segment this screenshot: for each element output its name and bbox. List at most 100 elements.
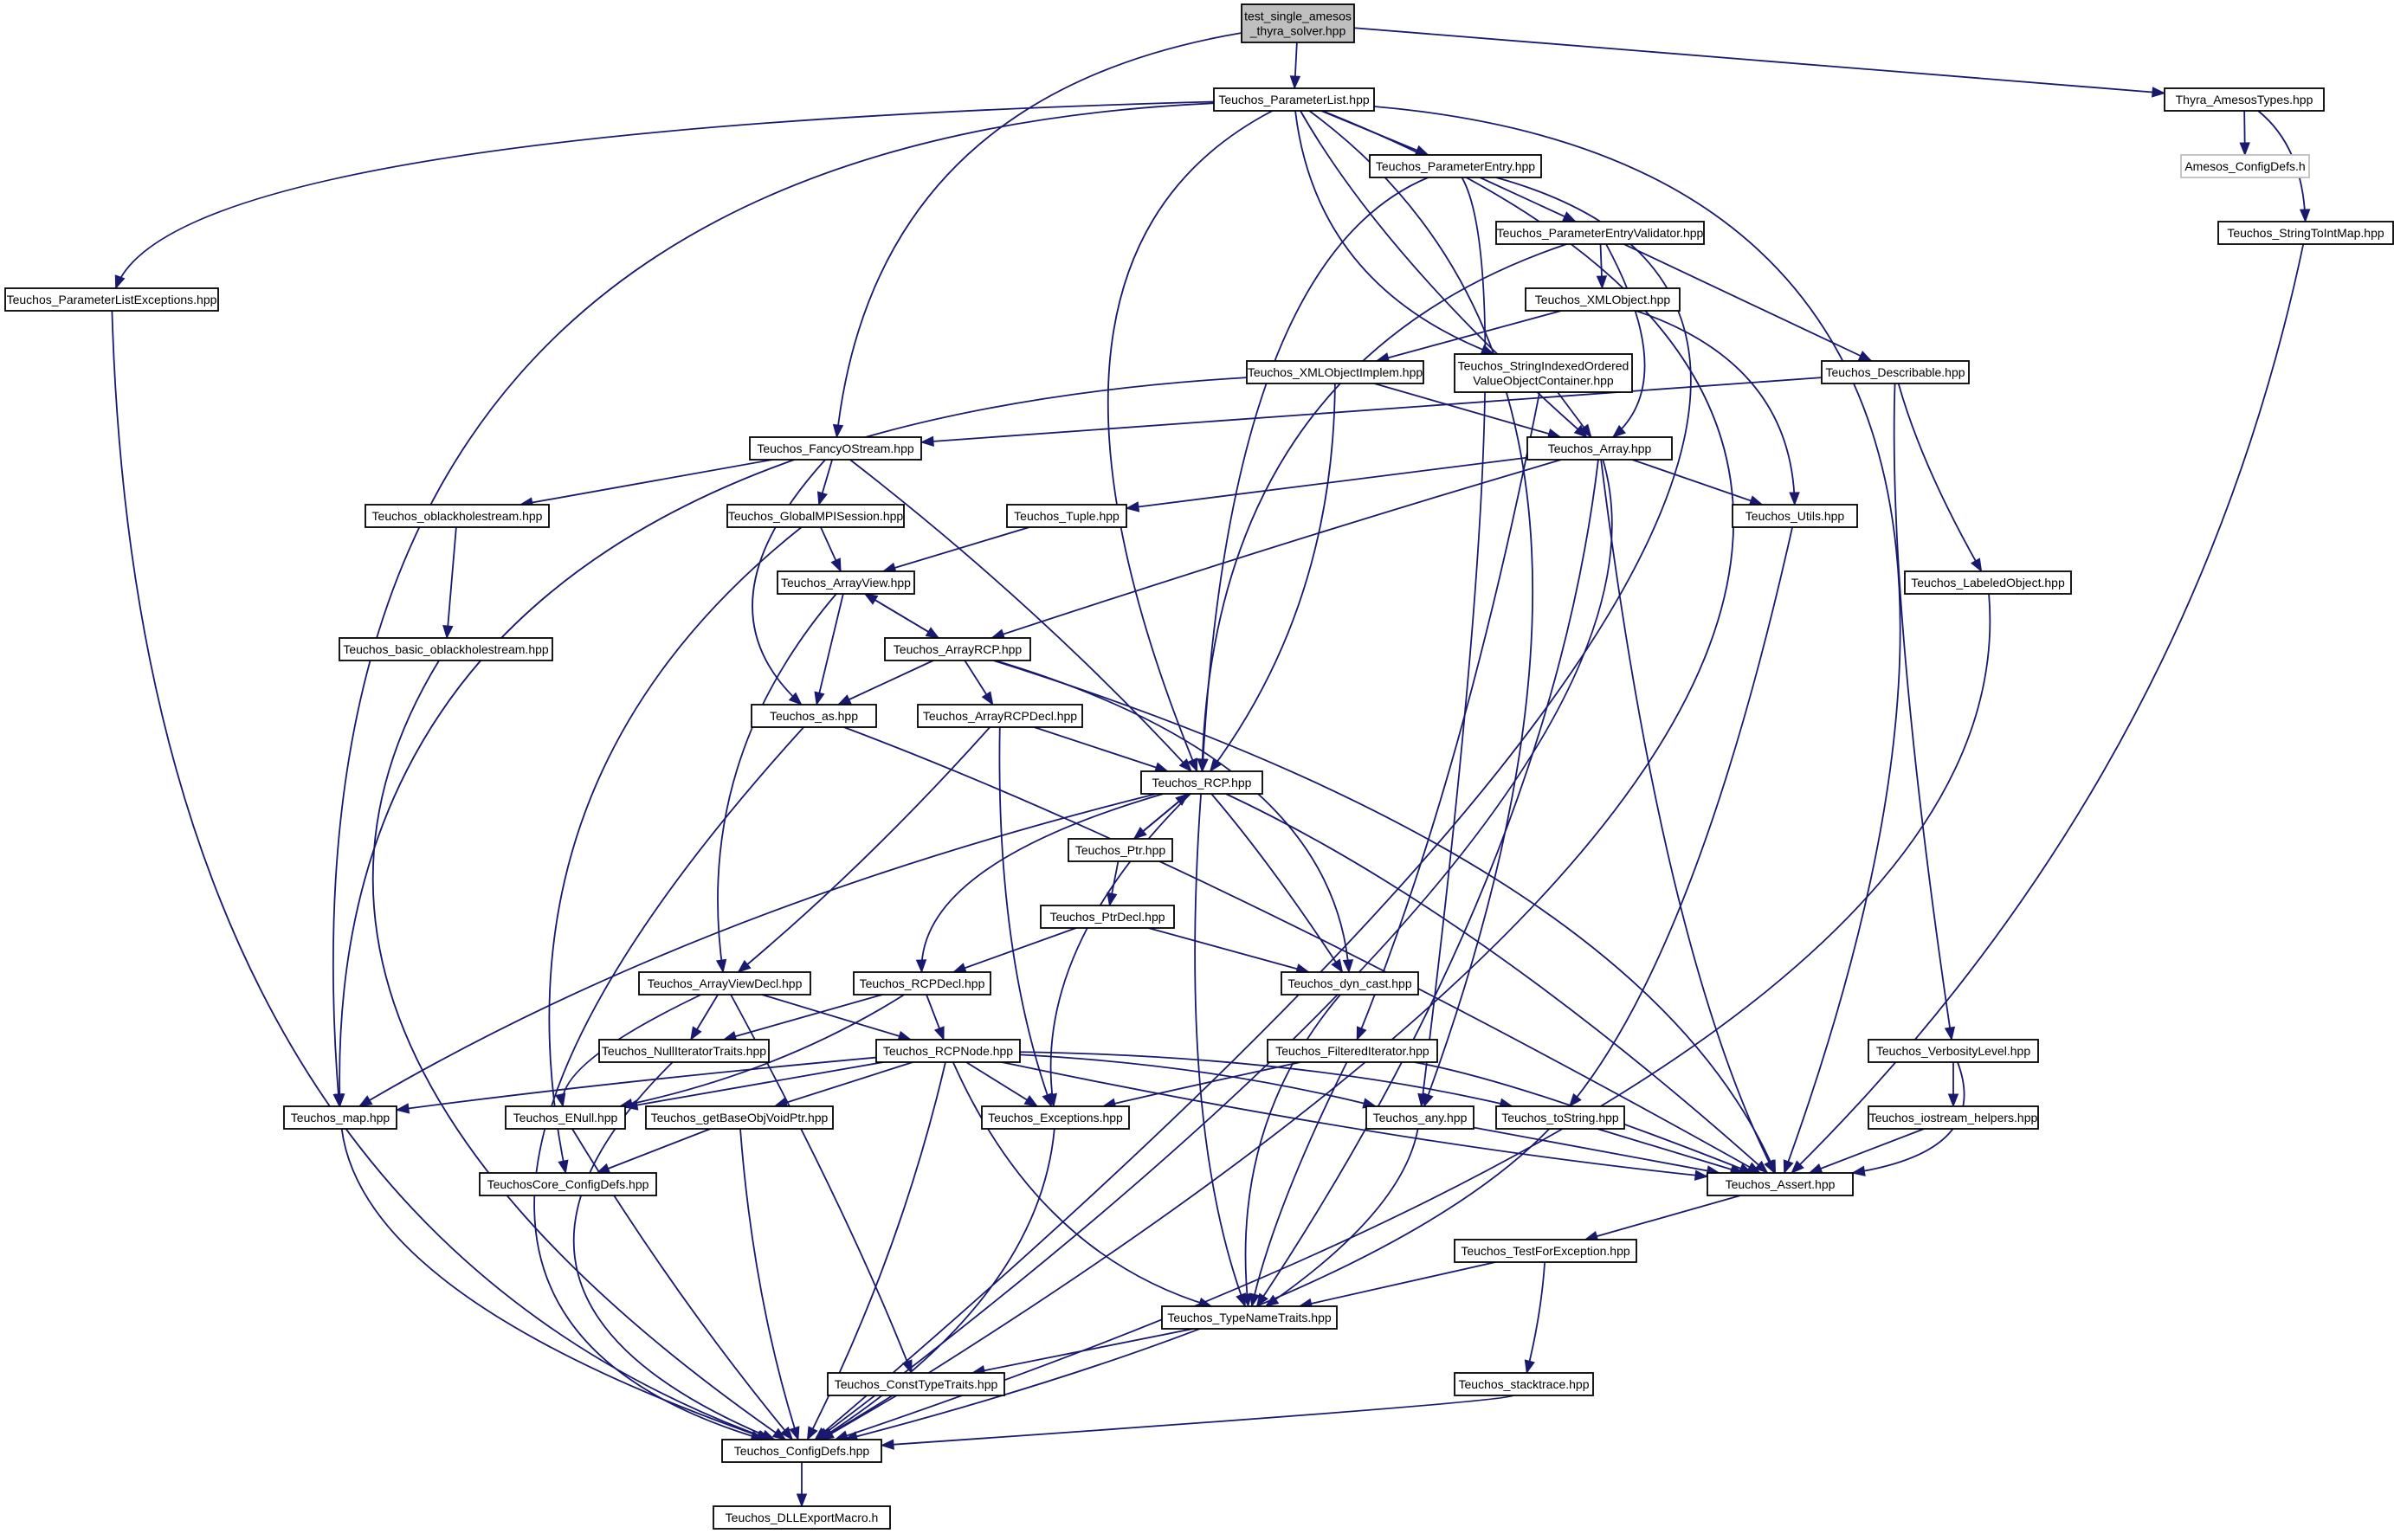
node-rcp[interactable]: Teuchos_RCP.hpp	[1140, 770, 1263, 795]
edge-arrowhead	[333, 1093, 345, 1108]
node-verb[interactable]: Teuchos_VerbosityLevel.hpp	[1868, 1039, 2039, 1063]
node-label: Teuchos_Exceptions.hpp	[988, 1111, 1123, 1124]
node-box	[638, 971, 811, 996]
node-rcpnode[interactable]: Teuchos_RCPNode.hpp	[875, 1039, 1021, 1063]
node-box	[4, 287, 219, 312]
node-thyra[interactable]: Thyra_AmesosTypes.hpp	[2164, 87, 2325, 112]
edge-filtit-to-assert	[1414, 1061, 1752, 1174]
node-box	[1868, 1105, 2039, 1130]
node-box	[853, 971, 991, 996]
edge-arrview-to-avdecl	[717, 593, 837, 973]
node-arcpdecl[interactable]: Teuchos_ArrayRCPDecl.hpp	[917, 704, 1083, 728]
node-excs[interactable]: Teuchos_Exceptions.hpp	[981, 1105, 1130, 1130]
edge-root-to-fancy	[836, 32, 1242, 438]
node-label: Teuchos_RCP.hpp	[1152, 776, 1252, 789]
node-fancy[interactable]: Teuchos_FancyOStream.hpp	[749, 436, 922, 461]
edge-arrowhead	[1197, 758, 1208, 773]
edge-arrowhead	[1857, 351, 1873, 362]
edge-filtit-to-excs	[1102, 1061, 1301, 1107]
node-stack[interactable]: Teuchos_stacktrace.hpp	[1454, 1372, 1594, 1396]
edge-arrowhead	[1944, 1026, 1956, 1041]
edge-arrowhead	[395, 1103, 410, 1114]
node-array[interactable]: Teuchos_Array.hpp	[1526, 436, 1673, 461]
node-label: Teuchos_XMLObject.hpp	[1535, 293, 1671, 306]
node-iosh[interactable]: Teuchos_iostream_helpers.hpp	[1868, 1105, 2039, 1130]
node-label: Teuchos_getBaseObjVoidPtr.hpp	[651, 1111, 829, 1124]
node-sio[interactable]: Teuchos_StringIndexedOrderedValueObjectC…	[1454, 353, 1633, 393]
node-map[interactable]: Teuchos_map.hpp	[283, 1105, 397, 1130]
edge-arrowhead	[1970, 557, 1983, 573]
node-getbase[interactable]: Teuchos_getBaseObjVoidPtr.hpp	[645, 1105, 834, 1130]
node-nullit[interactable]: Teuchos_NullIteratorTraits.hpp	[598, 1039, 770, 1063]
node-dll[interactable]: Teuchos_DLLExportMacro.h	[713, 1505, 891, 1530]
edge-fancy-to-oblack	[519, 459, 773, 506]
node-box	[339, 637, 553, 661]
node-tostr[interactable]: Teuchos_toString.hpp	[1495, 1105, 1625, 1130]
node-corecfg[interactable]: TeuchosCore_ConfigDefs.hpp	[479, 1172, 657, 1196]
edge-arrowhead	[1178, 758, 1192, 773]
node-assert[interactable]: Teuchos_Assert.hpp	[1707, 1172, 1854, 1196]
node-arcp[interactable]: Teuchos_ArrayRCP.hpp	[884, 637, 1031, 661]
edge-rcp-to-assert	[1225, 793, 1769, 1174]
node-label: _thyra_solver.hpp	[1249, 24, 1346, 38]
node-amesoscfg[interactable]: Amesos_ConfigDefs.h	[2180, 154, 2310, 178]
node-tfe[interactable]: Teuchos_TestForException.hpp	[1454, 1239, 1637, 1263]
node-boblack[interactable]: Teuchos_basic_oblackholestream.hpp	[339, 637, 553, 661]
node-ctt[interactable]: Teuchos_ConstTypeTraits.hpp	[827, 1372, 1005, 1396]
edge-paramlist-to-map	[332, 102, 1215, 1107]
node-dyncast[interactable]: Teuchos_dyn_cast.hpp	[1281, 971, 1419, 996]
node-label: Teuchos_StringIndexedOrdered	[1458, 359, 1629, 373]
edge-rcp-to-excs	[1049, 793, 1191, 1107]
node-label: Teuchos_TestForException.hpp	[1461, 1244, 1630, 1258]
node-label: Teuchos_DLLExportMacro.h	[726, 1511, 879, 1524]
node-label: Teuchos_ParameterListExceptions.hpp	[7, 293, 217, 306]
node-tnt[interactable]: Teuchos_TypeNameTraits.hpp	[1161, 1305, 1338, 1330]
node-pevalid[interactable]: Teuchos_ParameterEntryValidator.hpp	[1495, 221, 1705, 245]
node-box	[1495, 1105, 1625, 1130]
node-label: Teuchos_Ptr.hpp	[1075, 843, 1166, 857]
node-label: Teuchos_dyn_cast.hpp	[1287, 976, 1411, 990]
node-ptrdecl[interactable]: Teuchos_PtrDecl.hpp	[1040, 905, 1175, 929]
node-box	[1821, 360, 1970, 384]
node-xmlobj[interactable]: Teuchos_XMLObject.hpp	[1525, 287, 1681, 312]
node-tuple[interactable]: Teuchos_Tuple.hpp	[1006, 504, 1127, 528]
node-label: Teuchos_FilteredIterator.hpp	[1275, 1044, 1429, 1058]
node-avdecl[interactable]: Teuchos_ArrayViewDecl.hpp	[638, 971, 811, 996]
node-filtit[interactable]: Teuchos_FilteredIterator.hpp	[1267, 1039, 1438, 1063]
node-xmlimpl[interactable]: Teuchos_XMLObjectImplem.hpp	[1246, 360, 1424, 384]
node-enull[interactable]: Teuchos_ENull.hpp	[505, 1105, 626, 1130]
node-box	[1525, 287, 1681, 312]
node-oblack[interactable]: Teuchos_oblackholestream.hpp	[365, 504, 550, 528]
edge-arrowhead	[1249, 1292, 1261, 1308]
node-utils[interactable]: Teuchos_Utils.hpp	[1732, 504, 1858, 528]
edge-describ-to-fancy	[920, 377, 1823, 443]
edge-arrowhead	[1342, 959, 1354, 974]
edge-arcpdecl-to-avdecl	[738, 726, 991, 973]
node-gmpi[interactable]: Teuchos_GlobalMPISession.hpp	[726, 504, 905, 528]
node-box	[721, 1439, 882, 1463]
node-box	[2164, 87, 2325, 112]
node-cfg[interactable]: Teuchos_ConfigDefs.hpp	[721, 1439, 882, 1463]
edge-any-to-assert	[1473, 1126, 1720, 1174]
node-ptr[interactable]: Teuchos_Ptr.hpp	[1068, 838, 1173, 862]
node-plexc[interactable]: Teuchos_ParameterListExceptions.hpp	[4, 287, 219, 312]
node-label: Teuchos_ConfigDefs.hpp	[734, 1444, 870, 1458]
node-describ[interactable]: Teuchos_Describable.hpp	[1821, 360, 1970, 384]
edge-arrowhead	[1241, 1292, 1253, 1308]
node-root[interactable]: test_single_amesos_thyra_solver.hpp	[1241, 3, 1355, 43]
node-box	[1365, 1105, 1474, 1130]
node-paramentry[interactable]: Teuchos_ParameterEntry.hpp	[1369, 154, 1542, 178]
node-box	[1281, 971, 1419, 996]
node-strtoint[interactable]: Teuchos_StringToIntMap.hpp	[2217, 221, 2394, 245]
node-labeled[interactable]: Teuchos_LabeledObject.hpp	[1904, 570, 2072, 595]
node-box	[1161, 1305, 1338, 1330]
node-arrview[interactable]: Teuchos_ArrayView.hpp	[777, 570, 915, 595]
node-paramlist[interactable]: Teuchos_ParameterList.hpp	[1213, 87, 1375, 112]
edge-array-to-arcp	[991, 459, 1562, 639]
node-rcpdecl[interactable]: Teuchos_RCPDecl.hpp	[853, 971, 991, 996]
node-box	[726, 504, 905, 528]
node-as[interactable]: Teuchos_as.hpp	[751, 704, 877, 728]
node-label: TeuchosCore_ConfigDefs.hpp	[487, 1177, 649, 1191]
node-label: Teuchos_ParameterList.hpp	[1218, 93, 1370, 106]
node-any[interactable]: Teuchos_any.hpp	[1365, 1105, 1474, 1130]
